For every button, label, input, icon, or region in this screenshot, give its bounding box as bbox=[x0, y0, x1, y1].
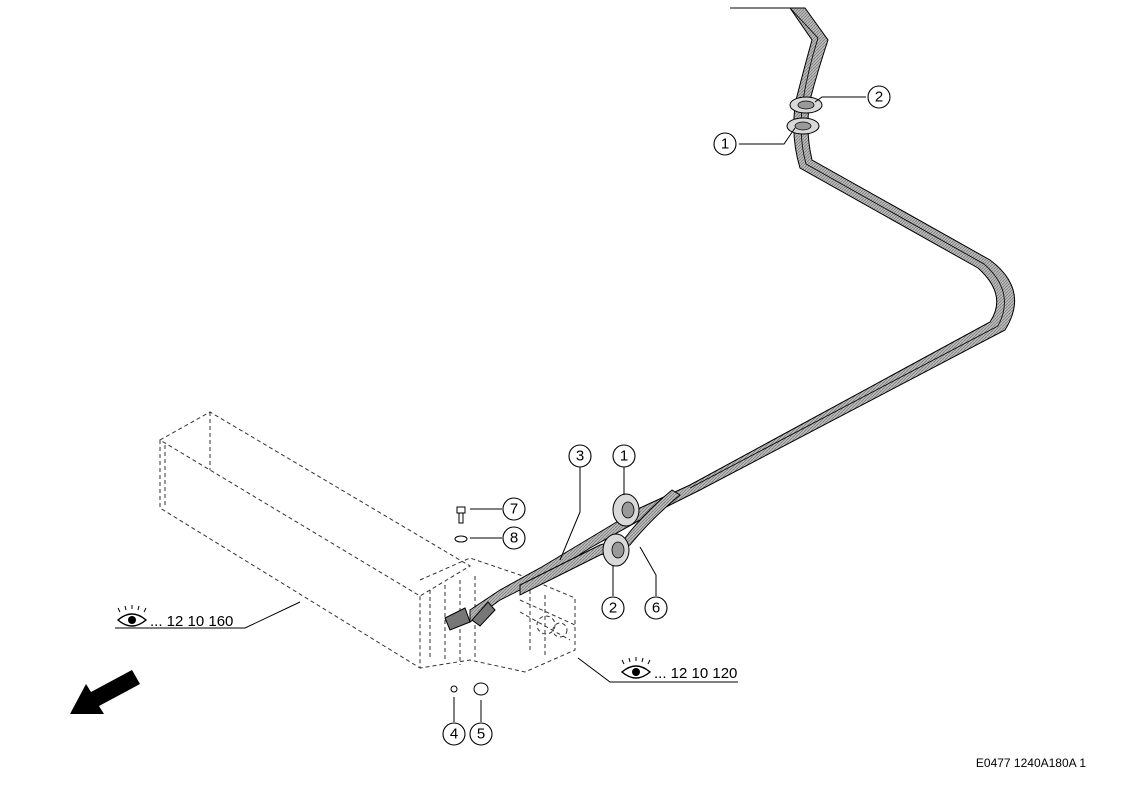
oring-small-part bbox=[450, 685, 458, 693]
svg-text:2: 2 bbox=[875, 89, 883, 106]
oring-large-part bbox=[473, 682, 489, 696]
front-arrow-icon bbox=[70, 670, 140, 714]
callout-6: 6 bbox=[644, 596, 668, 620]
svg-text:5: 5 bbox=[477, 726, 485, 743]
callout-8: 8 bbox=[502, 526, 526, 550]
grommet-upper-2 bbox=[789, 96, 823, 114]
svg-text:6: 6 bbox=[652, 600, 660, 617]
reference-right: ... 12 10 120 bbox=[620, 657, 737, 682]
callout-1-top: 1 bbox=[713, 132, 737, 156]
callout-2-lower: 2 bbox=[601, 596, 625, 620]
callout-4: 4 bbox=[442, 722, 466, 746]
drawing-code: E0477 1240A180A 1 bbox=[976, 756, 1086, 770]
svg-text:1: 1 bbox=[620, 448, 628, 465]
grommet-lower-2 bbox=[602, 533, 630, 567]
svg-text:3: 3 bbox=[576, 448, 584, 465]
eye-icon bbox=[620, 657, 652, 679]
svg-text:7: 7 bbox=[510, 501, 518, 518]
callout-7: 7 bbox=[502, 497, 526, 521]
bolt-part bbox=[456, 506, 466, 524]
callout-2-top: 2 bbox=[867, 85, 891, 109]
svg-text:4: 4 bbox=[450, 726, 458, 743]
hose-assembly bbox=[444, 7, 1016, 631]
reference-left: ... 12 10 160 bbox=[116, 605, 233, 630]
eye-icon bbox=[116, 605, 148, 627]
cooler-block-outline bbox=[159, 411, 576, 673]
svg-text:1: 1 bbox=[721, 136, 729, 153]
leader-lines bbox=[115, 96, 866, 722]
callout-3: 3 bbox=[568, 444, 592, 468]
grommet-upper-1 bbox=[786, 117, 820, 135]
svg-text:8: 8 bbox=[510, 530, 518, 547]
washer-part bbox=[454, 535, 468, 543]
callout-5: 5 bbox=[469, 722, 493, 746]
callout-1-lower: 1 bbox=[612, 444, 636, 468]
grommet-lower-1 bbox=[612, 493, 640, 527]
svg-text:... 12 10 120: ... 12 10 120 bbox=[654, 665, 737, 682]
svg-text:... 12 10 160: ... 12 10 160 bbox=[150, 613, 233, 630]
svg-text:2: 2 bbox=[609, 600, 617, 617]
